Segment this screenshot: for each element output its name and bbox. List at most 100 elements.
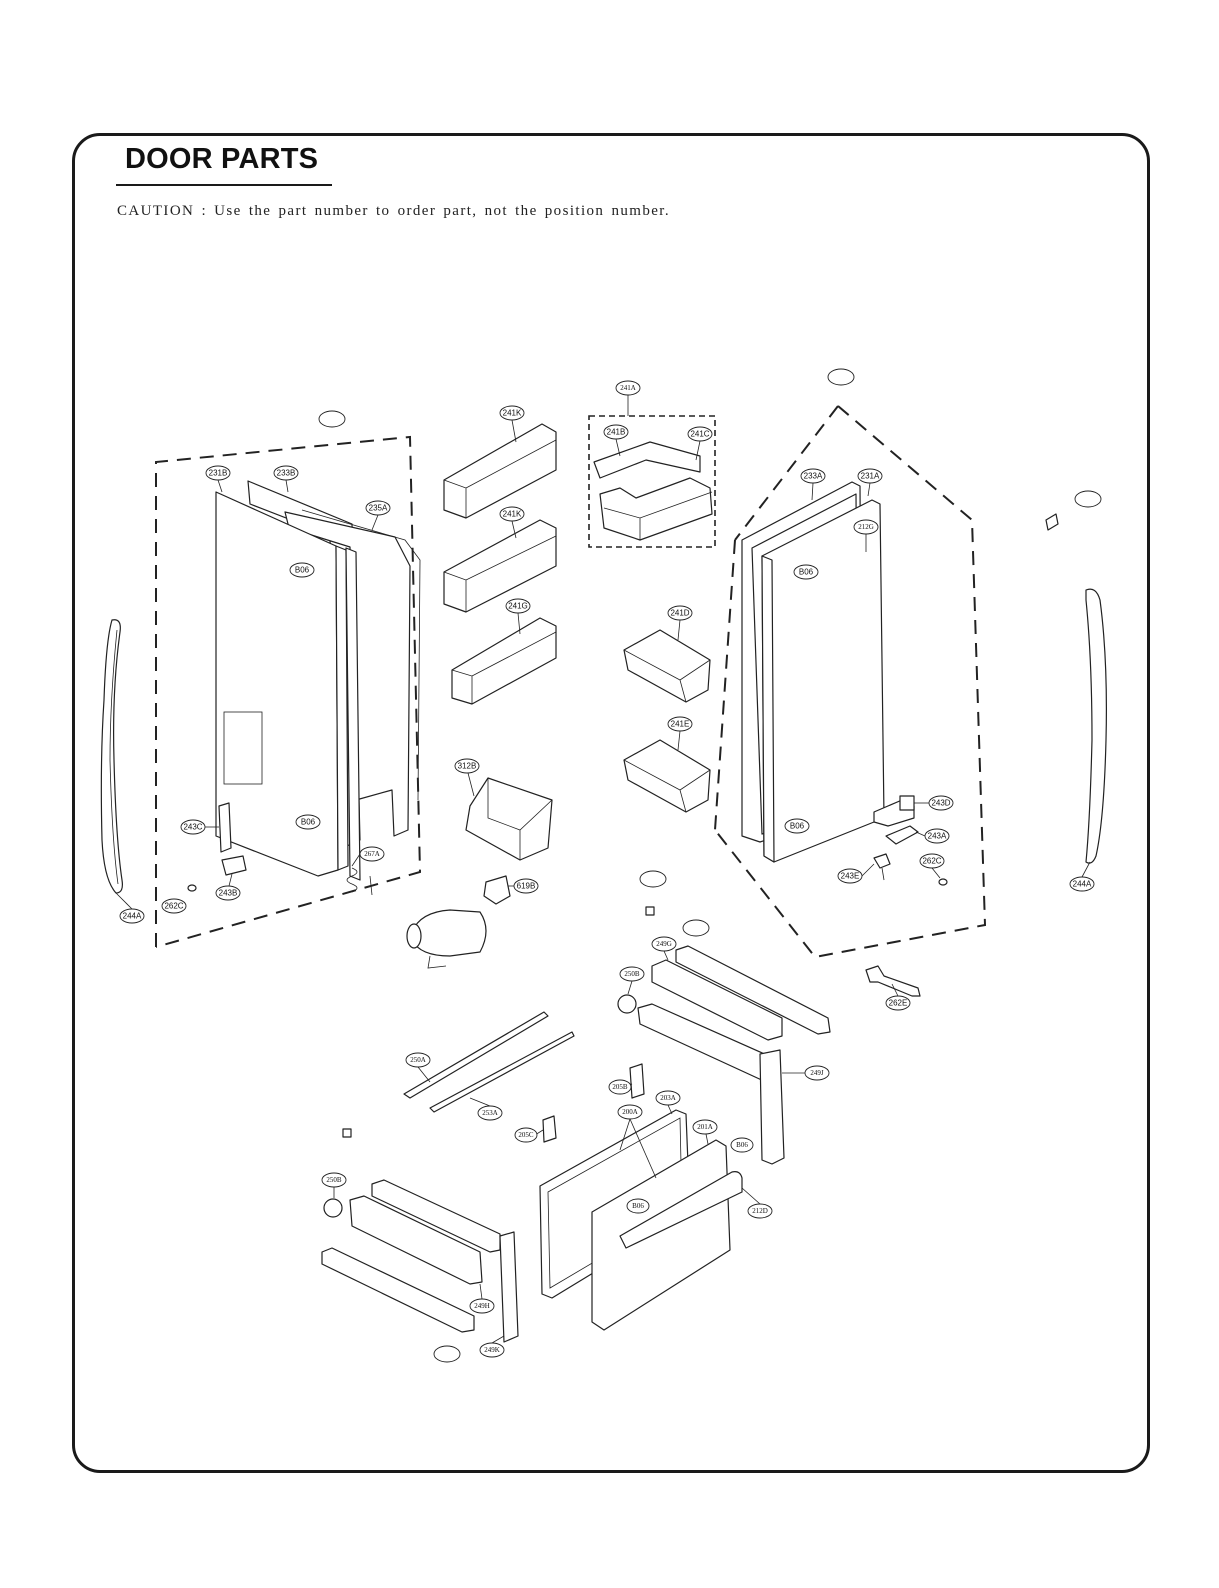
callout-231b <box>205 465 231 481</box>
callout-249g-text: 249G <box>656 940 672 948</box>
callout-241g <box>505 598 531 614</box>
callout-619b-text: 619B <box>517 882 536 891</box>
washer-262c-right <box>938 878 948 886</box>
callout-243d-text: 243D <box>931 799 950 808</box>
small-clip-lower <box>342 1128 352 1138</box>
small-cap-part <box>1045 513 1059 531</box>
callout-249h <box>469 1298 495 1314</box>
callout-250b-upper-text: 250B <box>624 970 640 978</box>
callout-312b-text: 312B <box>458 762 477 771</box>
right-door-assembly-boundary <box>714 405 987 959</box>
callout-262c-left <box>161 898 187 914</box>
callout-243a-text: 243A <box>928 832 947 841</box>
callout-b06-right-bottom-text: B06 <box>790 822 805 831</box>
door-handle-left-inner <box>109 629 119 885</box>
callout-267a-text: 267A <box>364 850 380 858</box>
drawer-blank-callout-3 <box>433 1345 461 1363</box>
callout-201a <box>692 1119 718 1135</box>
callout-241c <box>687 426 713 442</box>
callout-249g <box>651 936 677 952</box>
bin-cover-241b <box>593 441 701 479</box>
door-handle-right <box>1085 588 1107 864</box>
drawer-group <box>321 870 831 1363</box>
drawer-blank-callout-1 <box>639 870 667 888</box>
water-tank-motor <box>411 909 487 957</box>
callout-b06-left-bottom <box>295 814 321 830</box>
drawer-door-201a <box>591 1139 731 1331</box>
callout-253a <box>477 1105 503 1121</box>
callout-262c-right <box>919 853 945 869</box>
tool-262e <box>865 965 921 997</box>
shelf-bins-right <box>623 629 711 813</box>
callout-233b <box>273 465 299 481</box>
page-title: DOOR PARTS <box>125 143 319 175</box>
valve-619b <box>483 875 511 905</box>
callout-241k-upper <box>499 405 525 421</box>
callout-241a-text: 241A <box>620 384 636 392</box>
door-bin-241k-upper <box>443 423 557 519</box>
callout-212g <box>853 519 879 535</box>
callout-243d <box>928 795 954 811</box>
rail-upright-249j <box>759 1049 785 1165</box>
callout-212d <box>747 1203 773 1219</box>
right-door-group <box>714 368 1107 997</box>
callout-241e-text: 241E <box>671 720 690 729</box>
callout-212d-text: 212D <box>752 1207 768 1215</box>
callout-250a <box>405 1052 431 1068</box>
callout-241a <box>615 380 641 396</box>
callout-233a-text: 233A <box>804 472 823 481</box>
page-frame <box>72 133 1150 1473</box>
cover-205b <box>629 1063 645 1099</box>
callout-241e <box>667 716 693 732</box>
rail-bottom <box>321 1247 475 1333</box>
rail-upright-249k <box>499 1231 519 1343</box>
callout-243b-text: 243B <box>219 889 238 898</box>
callout-619b <box>513 878 539 894</box>
callout-b06-drawer-top <box>730 1137 754 1153</box>
strip-250a <box>403 1011 549 1099</box>
door-bin-241g-detail <box>451 631 557 704</box>
door-bin-241k-lower <box>443 519 557 613</box>
bin-assembly-boundary <box>588 415 716 548</box>
callout-231b-text: 231B <box>209 469 228 478</box>
housing-312b <box>465 777 553 861</box>
bin-assembly-241a <box>588 415 716 548</box>
callout-b06-right-bottom <box>784 818 810 834</box>
callout-241k-upper-text: 241K <box>503 409 522 418</box>
callout-b06-right-top-text: B06 <box>799 568 814 577</box>
callout-b06-right-top <box>793 564 819 580</box>
drawer-handle-212d <box>619 1171 743 1249</box>
small-clip-upper <box>645 906 655 916</box>
door-liner-left-rim <box>301 509 421 801</box>
door-liner-left <box>284 511 411 837</box>
callout-b06-left-bottom-text: B06 <box>301 818 316 827</box>
strip-253a <box>429 1031 575 1113</box>
door-bin-241d-detail <box>623 649 711 703</box>
screw-243e <box>881 867 885 881</box>
callout-244a-left-text: 244A <box>123 912 142 921</box>
small-cap-blank-callout <box>1074 490 1102 508</box>
callout-233a <box>800 468 826 484</box>
callout-241b <box>603 424 629 440</box>
dispenser-parts <box>406 777 553 969</box>
hinge-243d-block <box>899 795 915 811</box>
door-handle-left <box>100 619 123 894</box>
washer-262c-left <box>187 884 197 892</box>
callout-241k-lower <box>499 506 525 522</box>
bin-241c-detail <box>603 491 713 540</box>
callout-244a-right <box>1069 876 1095 892</box>
fresh-food-door-right <box>761 499 885 863</box>
door-bin-241e <box>623 739 711 813</box>
door-bin-241g <box>451 617 557 705</box>
callout-235a <box>365 500 391 516</box>
callout-241k-lower-text: 241K <box>503 510 522 519</box>
rail-mid-249g <box>651 959 783 1041</box>
callout-b06-drawer-bottom-text: B06 <box>632 1202 644 1210</box>
left-door-assembly-boundary <box>155 435 422 948</box>
freezer-door-left-edge <box>335 545 349 871</box>
callout-249k-text: 249K <box>484 1346 500 1354</box>
callout-249j <box>804 1065 830 1081</box>
water-tank-motor-bracket <box>427 955 447 969</box>
callout-203a <box>655 1090 681 1106</box>
